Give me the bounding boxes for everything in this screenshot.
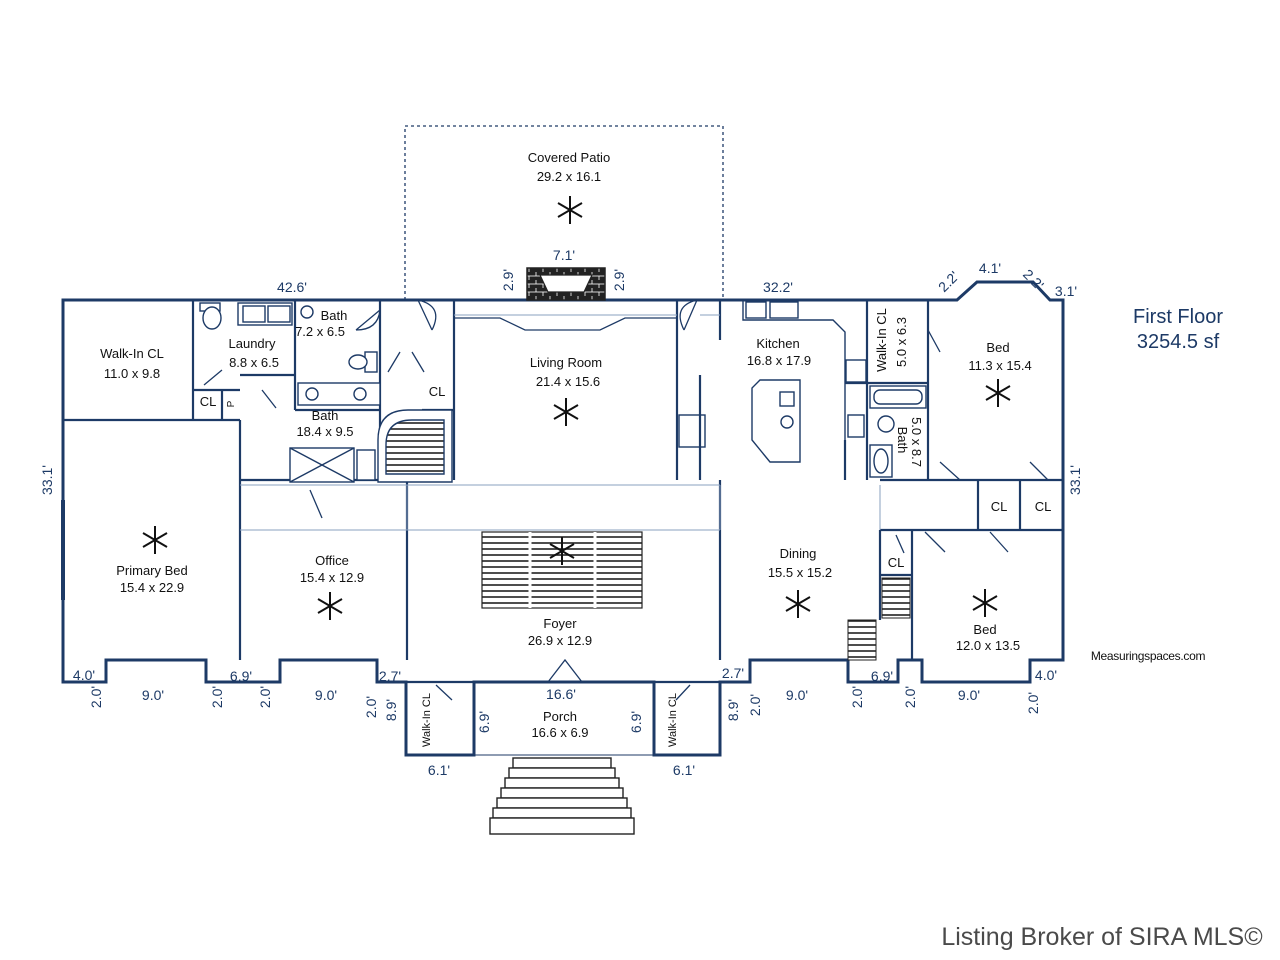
- living-room-name: Living Room: [530, 355, 602, 370]
- ceiling-fan-bed-upper: [985, 378, 1011, 408]
- dim-bump-nine-2: 9.0': [315, 687, 337, 703]
- closet-label-laundry: CL: [200, 394, 217, 409]
- laundry-name: Laundry: [229, 336, 276, 351]
- porch-steps: [489, 757, 635, 835]
- bed-lower-name: Bed: [973, 622, 996, 637]
- dim-bay-width: 4.1': [979, 260, 1001, 276]
- dim-bump-six-nine-left: 6.9': [230, 668, 252, 684]
- bath-right-size: 5.0 x 8.7: [909, 417, 924, 467]
- dim-bump-two-seven-left: 2.7': [379, 668, 401, 684]
- dim-bay-angle-right: 2.2': [1020, 266, 1047, 293]
- dim-bump-four-right: 4.0': [1035, 667, 1057, 683]
- office-size: 15.4 x 12.9: [300, 570, 364, 585]
- dim-fireplace-depth-right: 2.9': [611, 269, 627, 291]
- dim-right-jog: 3.1': [1055, 283, 1077, 299]
- ceiling-fan-primary: [142, 525, 168, 555]
- bath-small-size: 7.2 x 6.5: [295, 324, 345, 339]
- pantry-label: P: [226, 400, 237, 407]
- opening-lines: [240, 314, 881, 531]
- dim-bump-four-left: 4.0': [73, 667, 95, 683]
- closet-label-hall-2: CL: [1035, 499, 1052, 514]
- dining-size: 15.5 x 15.2: [768, 565, 832, 580]
- walkin-cl-porch-left: Walk-In CL: [421, 693, 433, 747]
- dim-porch-width: 16.6': [546, 686, 576, 702]
- foyer-name: Foyer: [543, 616, 577, 631]
- dim-porch-closet-left: 6.1': [428, 762, 450, 778]
- dim-fireplace-depth-left: 2.9': [500, 269, 516, 291]
- watermark: Listing Broker of SIRA MLS©: [941, 923, 1263, 951]
- porch-size: 16.6 x 6.9: [531, 725, 588, 740]
- dim-bump-nine-1: 9.0': [142, 687, 164, 703]
- credit-text: Measuringspaces.com: [1091, 649, 1206, 663]
- dim-bump-two-4: 2.0': [363, 696, 379, 718]
- kitchen-fixtures: [678, 300, 867, 480]
- dim-bump-six-nine-right: 6.9': [871, 668, 893, 684]
- floor-area: 3254.5 sf: [1137, 331, 1220, 353]
- dining-name: Dining: [780, 546, 817, 561]
- dim-top-left-width: 42.6': [277, 279, 307, 295]
- dim-bump-eight-nine-right: 8.9': [725, 699, 741, 721]
- closet-label-stair: CL: [888, 555, 905, 570]
- covered-patio-size: 29.2 x 16.1: [537, 169, 601, 184]
- walkin-cl-right-size: 5.0 x 6.3: [894, 317, 909, 367]
- walkin-cl-porch-right: Walk-In CL: [667, 693, 679, 747]
- dim-bump-eight-nine-left: 8.9': [383, 699, 399, 721]
- primary-bed-size: 15.4 x 22.9: [120, 580, 184, 595]
- walkin-cl-size: 11.0 x 9.8: [104, 366, 160, 381]
- dim-left-depth: 33.1': [39, 465, 55, 495]
- dim-top-right-width: 32.2': [763, 279, 793, 295]
- ceiling-fan-bed-lower: [972, 588, 998, 618]
- ceiling-fan-dining: [785, 589, 811, 619]
- dim-bump-two-8: 2.0': [1025, 692, 1041, 714]
- exterior-wall: [61, 280, 1065, 757]
- walkin-cl-right-name: Walk-In CL: [874, 308, 889, 372]
- dim-bump-two-6: 2.0': [849, 686, 865, 708]
- walkin-cl-name: Walk-In CL: [100, 346, 164, 361]
- dim-porch-depth-right: 6.9': [628, 711, 644, 733]
- dim-bump-two-5: 2.0': [747, 694, 763, 716]
- ceiling-fan-patio: [557, 195, 583, 225]
- living-ceiling-outline: [454, 317, 677, 331]
- dim-bump-nine-3: 9.0': [786, 687, 808, 703]
- bed-upper-size: 11.3 x 15.4: [968, 358, 1031, 373]
- covered-patio-name: Covered Patio: [528, 150, 610, 165]
- primary-bed-name: Primary Bed: [116, 563, 188, 578]
- dim-bump-two-2: 2.0': [209, 686, 225, 708]
- foyer-size: 26.9 x 12.9: [528, 633, 592, 648]
- dim-porch-closet-right: 6.1': [673, 762, 695, 778]
- dining-stairs-lower: [847, 619, 877, 661]
- bath-right-name: Bath: [895, 427, 910, 454]
- living-room-size: 21.4 x 15.6: [536, 374, 600, 389]
- laundry-size: 8.8 x 6.5: [229, 355, 279, 370]
- dim-porch-depth-left: 6.9': [476, 711, 492, 733]
- floor-title: First Floor: [1133, 306, 1223, 328]
- bath-small-name: Bath: [321, 308, 348, 323]
- dim-fireplace-width: 7.1': [553, 247, 575, 263]
- bath-fixtures: [199, 302, 927, 483]
- dim-bay-angle-left: 2.2': [935, 268, 962, 295]
- porch-name: Porch: [543, 709, 577, 724]
- covered-patio-outline: [404, 125, 724, 300]
- bath-main-name: Bath: [312, 408, 339, 423]
- ceiling-fan-living: [553, 397, 579, 427]
- office-name: Office: [315, 553, 349, 568]
- dim-bump-two-7: 2.0': [902, 686, 918, 708]
- bed-lower-size: 12.0 x 13.5: [956, 638, 1020, 653]
- dim-bump-nine-4: 9.0': [958, 687, 980, 703]
- kitchen-name: Kitchen: [756, 336, 799, 351]
- closet-label-bath: CL: [429, 384, 446, 399]
- dining-stairs-upper: [881, 577, 911, 619]
- door-swings: [203, 299, 1049, 701]
- ceiling-fan-office: [317, 591, 343, 621]
- dim-bump-two-1: 2.0': [88, 686, 104, 708]
- dim-bump-two-seven-right: 2.7': [722, 665, 744, 681]
- dim-bump-two-3: 2.0': [257, 686, 273, 708]
- bath-main-size: 18.4 x 9.5: [296, 424, 353, 439]
- dim-right-depth: 33.1': [1067, 465, 1083, 495]
- kitchen-size: 16.8 x 17.9: [747, 353, 811, 368]
- closet-label-hall-1: CL: [991, 499, 1008, 514]
- fireplace: [526, 267, 606, 301]
- bed-upper-name: Bed: [986, 340, 1009, 355]
